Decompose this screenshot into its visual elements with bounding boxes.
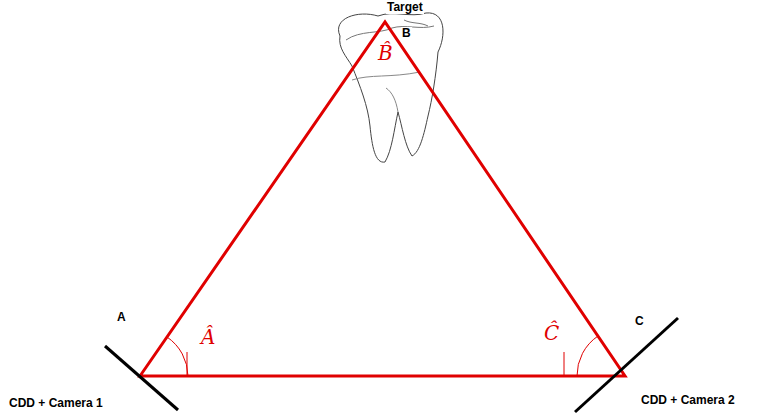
angle-label: Â <box>200 326 216 348</box>
camera-label: CDD + Camera 1 <box>8 397 104 410</box>
vertex-label: C <box>634 315 645 328</box>
camera-label: CDD + Camera 2 <box>640 394 736 407</box>
angle-arc-c <box>577 336 598 376</box>
angle-tick-c <box>564 352 565 376</box>
angle-label: Ĉ <box>543 322 560 344</box>
angle-arc-a <box>167 337 188 376</box>
vertex-label: B <box>401 27 412 40</box>
angle-label: B̂ <box>377 42 394 64</box>
target-label: Target <box>386 1 424 14</box>
ccd-sensor-1 <box>105 346 178 410</box>
angle-tick-a <box>187 352 188 376</box>
vertex-label: A <box>116 311 127 324</box>
triangle <box>140 22 625 376</box>
tooth-sketch <box>339 13 443 162</box>
